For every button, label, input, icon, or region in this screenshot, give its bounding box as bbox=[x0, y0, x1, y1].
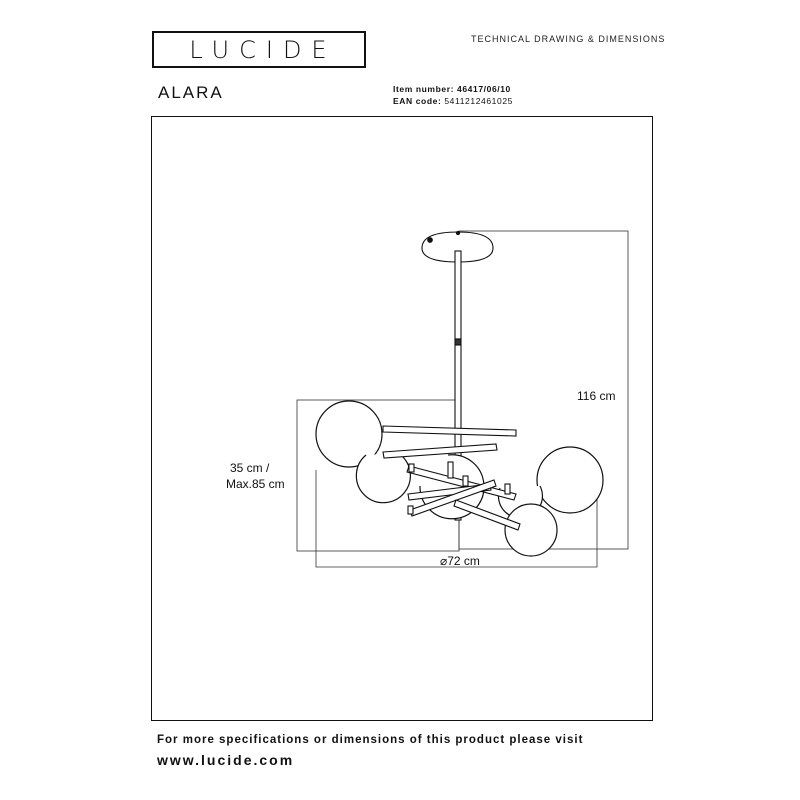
item-number-value: 46417/06/10 bbox=[457, 84, 511, 94]
arm-joint-2 bbox=[447, 461, 454, 479]
ean-label: EAN code: bbox=[393, 96, 442, 106]
diameter-guide bbox=[315, 470, 598, 568]
globe-lower-right bbox=[504, 503, 558, 557]
ean-value: 5411212461025 bbox=[444, 96, 513, 106]
product-name: ALARA bbox=[158, 83, 224, 102]
total-height-label: 116 cm bbox=[577, 389, 615, 403]
adjustable-height-label-line2: Max.85 cm bbox=[226, 477, 285, 491]
footer-note: For more specifications or dimensions of… bbox=[157, 734, 584, 746]
diameter-label: ⌀72 cm bbox=[440, 554, 480, 568]
lamp-arms bbox=[382, 425, 521, 531]
arm-joint-3 bbox=[462, 475, 469, 487]
arm-top-diagonal bbox=[382, 443, 498, 459]
globe-upper-right bbox=[536, 446, 604, 514]
arm-joint-5 bbox=[407, 505, 414, 515]
document-type: TECHNICAL DRAWING & DIMENSIONS bbox=[471, 34, 666, 44]
adjustable-height-label-line1: 35 cm / bbox=[230, 461, 270, 475]
item-number-line: Item number: 46417/06/10 bbox=[393, 84, 511, 94]
arm-joint-4 bbox=[504, 483, 511, 495]
glass-globes bbox=[315, 400, 604, 557]
footer-url-link[interactable]: www.lucide.com bbox=[157, 752, 295, 768]
ean-line: EAN code: 5411212461025 bbox=[393, 96, 513, 106]
drawing-frame bbox=[151, 116, 653, 721]
arm-lower-right bbox=[453, 499, 521, 531]
ceiling-canopy bbox=[421, 230, 494, 263]
arm-joint-1 bbox=[408, 463, 415, 473]
globe-upper-left bbox=[315, 400, 383, 468]
brand-logo: LUCIDE bbox=[152, 31, 366, 68]
globe-mid-left bbox=[355, 452, 411, 504]
item-number-label: Item number: bbox=[393, 84, 455, 94]
arm-top-long bbox=[382, 425, 517, 437]
brand-logo-text: LUCIDE bbox=[189, 35, 337, 64]
